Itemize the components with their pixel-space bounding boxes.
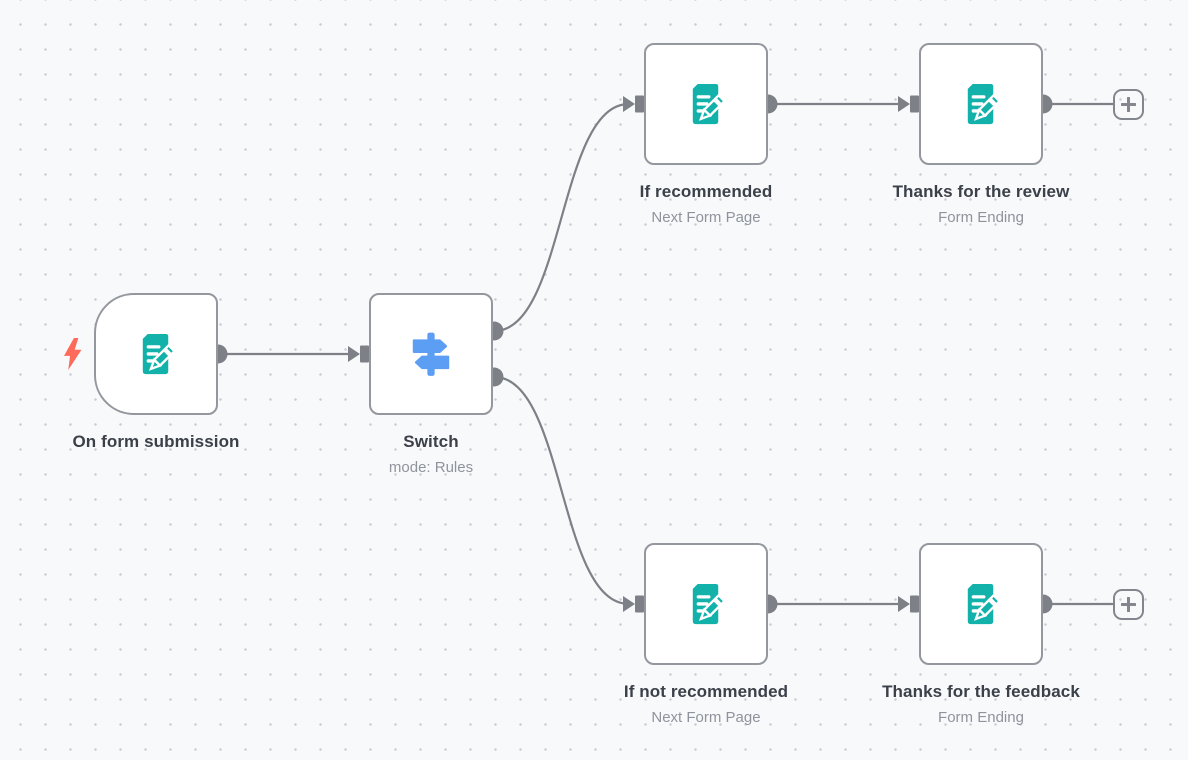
node-title: On form submission <box>72 432 240 451</box>
node-subtitle: Form Ending <box>938 209 1024 226</box>
plus-icon <box>1120 96 1137 113</box>
node-box-on-form-submission[interactable] <box>64 293 218 415</box>
node-title: Switch <box>403 432 459 451</box>
input-port-if-not-recommended[interactable] <box>623 595 644 613</box>
node-subtitle: Form Ending <box>938 709 1024 726</box>
node-title: Thanks for the feedback <box>882 682 1080 701</box>
node-title: Thanks for the review <box>892 182 1070 201</box>
node-label: If not recommended Next Form Page <box>624 679 788 730</box>
plus-icon <box>1120 596 1137 613</box>
node-box-thanks-for-the-review[interactable] <box>919 43 1043 165</box>
input-port-if-recommended[interactable] <box>623 95 644 113</box>
node-label: Switch mode: Rules <box>389 429 473 480</box>
edge-switch-to-if-not-recommended[interactable] <box>493 375 630 606</box>
node-switch: Switch mode: Rules <box>369 293 493 476</box>
node-subtitle: Next Form Page <box>651 209 761 226</box>
signpost-icon <box>405 329 457 379</box>
form-edit-icon <box>133 331 180 378</box>
node-title: If not recommended <box>623 682 789 701</box>
form-edit-icon <box>683 81 730 128</box>
node-box-thanks-for-the-feedback[interactable] <box>919 543 1043 665</box>
node-if-not-recommended: If not recommended Next Form Page <box>624 543 788 726</box>
node-on-form-submission: On form submission <box>64 293 239 451</box>
lightning-icon <box>61 337 84 371</box>
node-subtitle: mode: Rules <box>388 459 474 476</box>
edge-switch-to-if-recommended[interactable] <box>493 102 630 333</box>
node-label: If recommended Next Form Page <box>640 179 773 230</box>
input-port-switch[interactable] <box>348 345 369 363</box>
node-label: On form submission <box>72 429 239 455</box>
input-port-thanks-review[interactable] <box>898 95 919 113</box>
node-label: Thanks for the review Form Ending <box>893 179 1070 230</box>
form-edit-icon <box>683 581 730 628</box>
form-edit-icon <box>958 81 1005 128</box>
node-box-switch[interactable] <box>369 293 493 415</box>
node-title: If recommended <box>639 182 773 201</box>
node-label: Thanks for the feedback Form Ending <box>882 679 1080 730</box>
node-thanks-for-the-feedback: Thanks for the feedback Form Ending <box>882 543 1080 726</box>
node-box-if-not-recommended[interactable] <box>644 543 768 665</box>
node-subtitle: Next Form Page <box>651 709 761 726</box>
add-node-button-top[interactable] <box>1113 89 1144 120</box>
input-port-thanks-feedback[interactable] <box>898 595 919 613</box>
node-box-if-recommended[interactable] <box>644 43 768 165</box>
form-edit-icon <box>958 581 1005 628</box>
node-if-recommended: If recommended Next Form Page <box>640 43 772 226</box>
node-thanks-for-the-review: Thanks for the review Form Ending <box>893 43 1069 226</box>
add-node-button-bottom[interactable] <box>1113 589 1144 620</box>
